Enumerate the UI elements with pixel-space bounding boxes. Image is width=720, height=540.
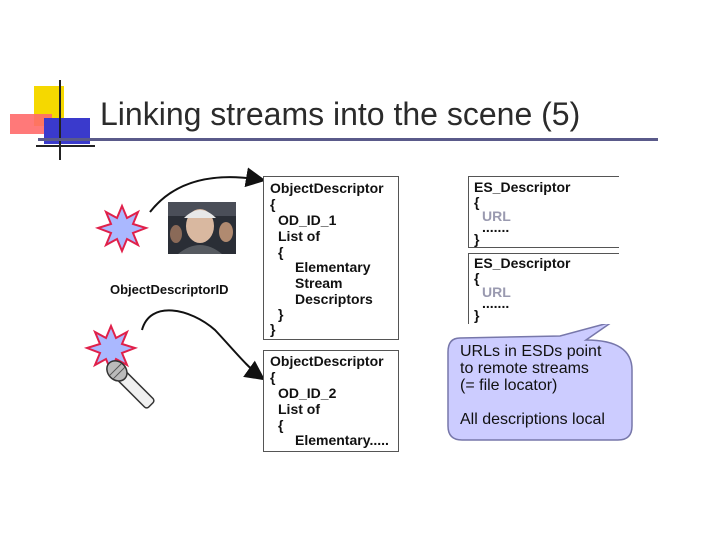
- video-photo-icon: [168, 202, 236, 254]
- esd2-line-1: {: [474, 270, 480, 286]
- callout-bubble: [447, 321, 633, 441]
- microphone-icon: [106, 360, 155, 409]
- esd1-line-0: ES_Descriptor: [474, 179, 571, 195]
- callout-line-2: to remote streams: [460, 360, 589, 377]
- callout-line-1: URLs in ESDs point: [460, 343, 602, 360]
- od1-line-2: OD_ID_1: [278, 212, 337, 228]
- callout-line-4: All descriptions local: [460, 411, 605, 428]
- esd1-url: URL: [482, 208, 511, 224]
- object-descriptor-box-1: [263, 176, 399, 340]
- esd1-line-3: .......: [482, 219, 510, 235]
- od1-line-8: }: [278, 306, 284, 322]
- object-descriptor-box-2: [263, 350, 399, 452]
- od2-line-1: {: [270, 369, 276, 385]
- esd1-line-4: }: [474, 231, 480, 247]
- od2-line-0: ObjectDescriptor: [270, 353, 384, 369]
- od2-line-5: Elementary.....: [295, 432, 389, 448]
- od2-line-2: OD_ID_2: [278, 385, 337, 401]
- od1-line-5: Elementary: [295, 259, 371, 275]
- od1-line-4: {: [278, 244, 284, 260]
- title-underline: [38, 138, 658, 141]
- od2-line-3: List of: [278, 401, 320, 417]
- arrow-bottom: [141, 309, 266, 381]
- esd2-line-0: ES_Descriptor: [474, 255, 571, 271]
- arrow-top: [149, 167, 266, 213]
- esd2-line-3: .......: [482, 295, 510, 311]
- od1-line-0: ObjectDescriptor: [270, 180, 384, 196]
- esd1-line-1: {: [474, 194, 480, 210]
- esd2-url: URL: [482, 284, 511, 300]
- od1-line-3: List of: [278, 228, 320, 244]
- od1-line-9: }: [270, 321, 276, 337]
- od1-line-1: {: [270, 196, 276, 212]
- object-descriptor-id-label: ObjectDescriptorID: [110, 282, 229, 297]
- burst-icon-top: [94, 203, 150, 254]
- od2-line-4: {: [278, 417, 284, 433]
- od1-line-6: Stream: [295, 275, 343, 291]
- es-descriptor-box-1: [468, 176, 619, 248]
- esd2-line-4: }: [474, 307, 480, 323]
- od1-line-7: Descriptors: [295, 291, 373, 307]
- slide-title: Linking streams into the scene (5): [100, 96, 581, 132]
- es-descriptor-box-2: [468, 253, 619, 324]
- callout-line-3: (= file locator): [460, 377, 558, 394]
